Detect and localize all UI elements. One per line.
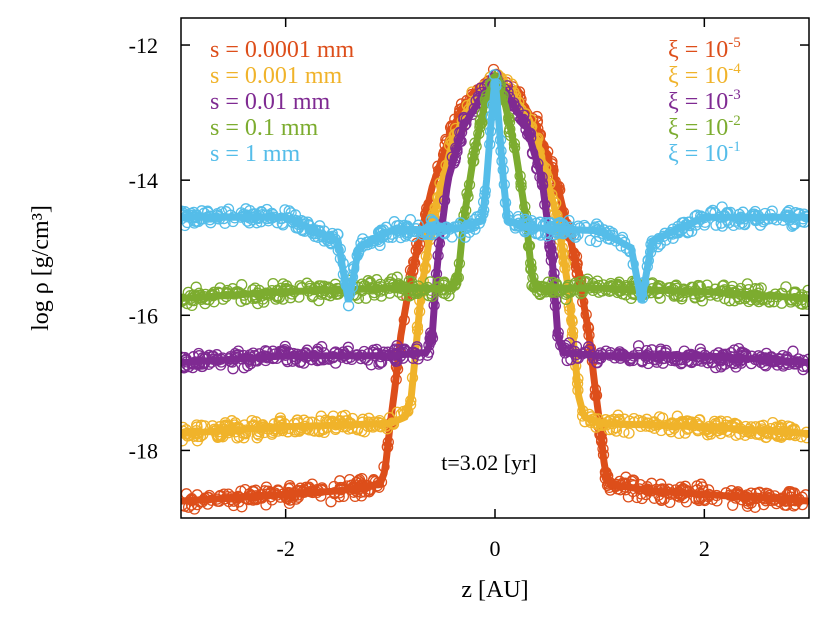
legend-left-entry: s = 0.1 mm <box>210 115 319 141</box>
data-point <box>274 412 287 424</box>
data-point <box>371 274 383 286</box>
data-point <box>695 478 707 490</box>
legend-right-exponent: -3 <box>728 87 741 103</box>
legend-right-exponent: -1 <box>728 139 741 155</box>
data-point <box>279 340 291 353</box>
y-tick-label: -16 <box>129 303 158 328</box>
x-tick-label: 0 <box>490 536 501 561</box>
data-point <box>365 359 377 371</box>
data-point <box>655 494 668 507</box>
data-point <box>563 214 575 227</box>
data-point <box>252 297 264 310</box>
data-point <box>780 281 792 293</box>
legend-right-exponent: -4 <box>728 61 741 77</box>
legend-left-entry: s = 1 mm <box>210 141 301 167</box>
data-point <box>741 500 754 512</box>
legend-right-entry: ξ = 10-5 <box>668 35 741 63</box>
data-point <box>315 410 327 422</box>
data-point <box>727 499 739 511</box>
data-point <box>188 503 201 515</box>
legend-right-entry: ξ = 10-3 <box>668 87 741 115</box>
x-tick-label: 2 <box>699 536 710 561</box>
data-point <box>283 497 296 510</box>
x-tick-label: -2 <box>277 536 295 561</box>
series-layer <box>181 63 809 515</box>
data-point <box>787 345 799 357</box>
legend-right: ξ = 10-5ξ = 10-4ξ = 10-3ξ = 10-2ξ = 10-1 <box>668 35 741 167</box>
data-point <box>623 427 635 439</box>
data-point <box>327 410 339 422</box>
legend-left-entry: s = 0.01 mm <box>210 89 331 115</box>
data-point <box>404 214 417 226</box>
legend-left-entry: s = 0.001 mm <box>210 63 343 89</box>
data-point <box>344 473 356 486</box>
time-annotation: t=3.02 [yr] <box>441 450 537 475</box>
legend-left-entry: s = 0.0001 mm <box>210 37 355 63</box>
series-points <box>181 69 809 376</box>
data-point <box>563 337 575 349</box>
data-point <box>459 231 471 243</box>
data-point <box>227 363 239 375</box>
data-point <box>284 479 296 492</box>
x-axis-label: z [AU] <box>461 577 528 603</box>
data-point <box>584 234 596 247</box>
data-point <box>716 220 729 232</box>
data-point <box>612 409 624 421</box>
data-point <box>631 491 643 504</box>
data-point <box>632 340 645 352</box>
series-line <box>181 78 809 303</box>
legend-right-exponent: -2 <box>728 113 741 129</box>
y-axis-label: log ρ [g/cm³] <box>28 205 54 331</box>
y-tick-label: -18 <box>129 438 158 463</box>
y-tick-label: -14 <box>129 168 158 193</box>
data-point <box>443 290 455 302</box>
legend-left: s = 0.0001 mms = 0.001 mms = 0.01 mms = … <box>210 37 355 167</box>
y-tick-label: -12 <box>129 33 158 58</box>
legend-right-entry: ξ = 10-4 <box>668 61 741 89</box>
data-point <box>236 279 248 291</box>
legend-right-entry: ξ = 10-2 <box>668 113 741 141</box>
ticks-layer: -2 0 2 -18 -16 -14 -12 <box>129 18 809 561</box>
legend-right-exponent: -5 <box>728 35 741 51</box>
data-point <box>251 432 263 444</box>
data-point <box>786 220 798 232</box>
legend-right-entry: ξ = 10-1 <box>668 139 741 167</box>
